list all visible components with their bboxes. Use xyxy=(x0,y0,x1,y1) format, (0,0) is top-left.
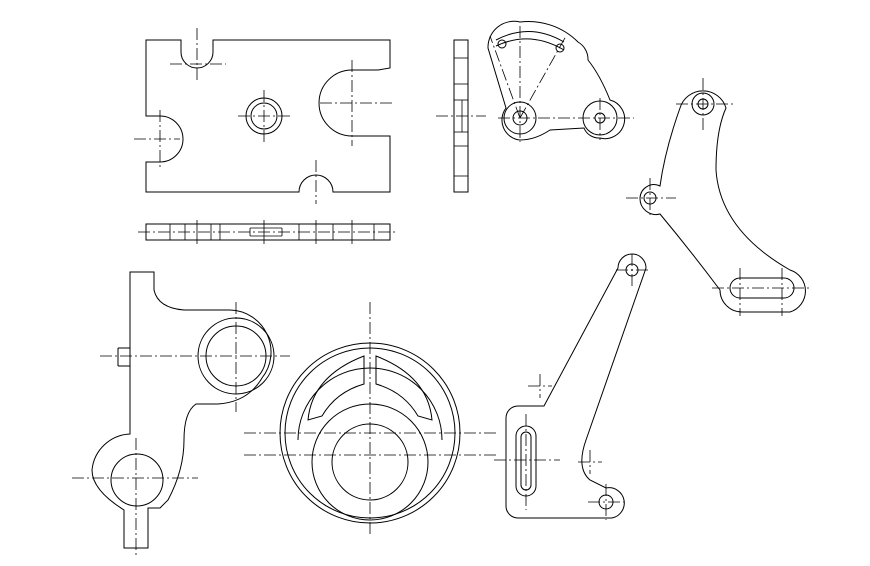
sector-arm xyxy=(487,20,634,142)
base-plate-side-view xyxy=(436,39,486,193)
base-plate-top-view xyxy=(134,28,392,204)
bracket-arm xyxy=(72,271,290,556)
bell-crank-lever xyxy=(494,253,648,520)
base-plate-bottom-view xyxy=(138,220,398,244)
curved-lever xyxy=(626,78,810,316)
slotted-wheel xyxy=(244,302,496,534)
